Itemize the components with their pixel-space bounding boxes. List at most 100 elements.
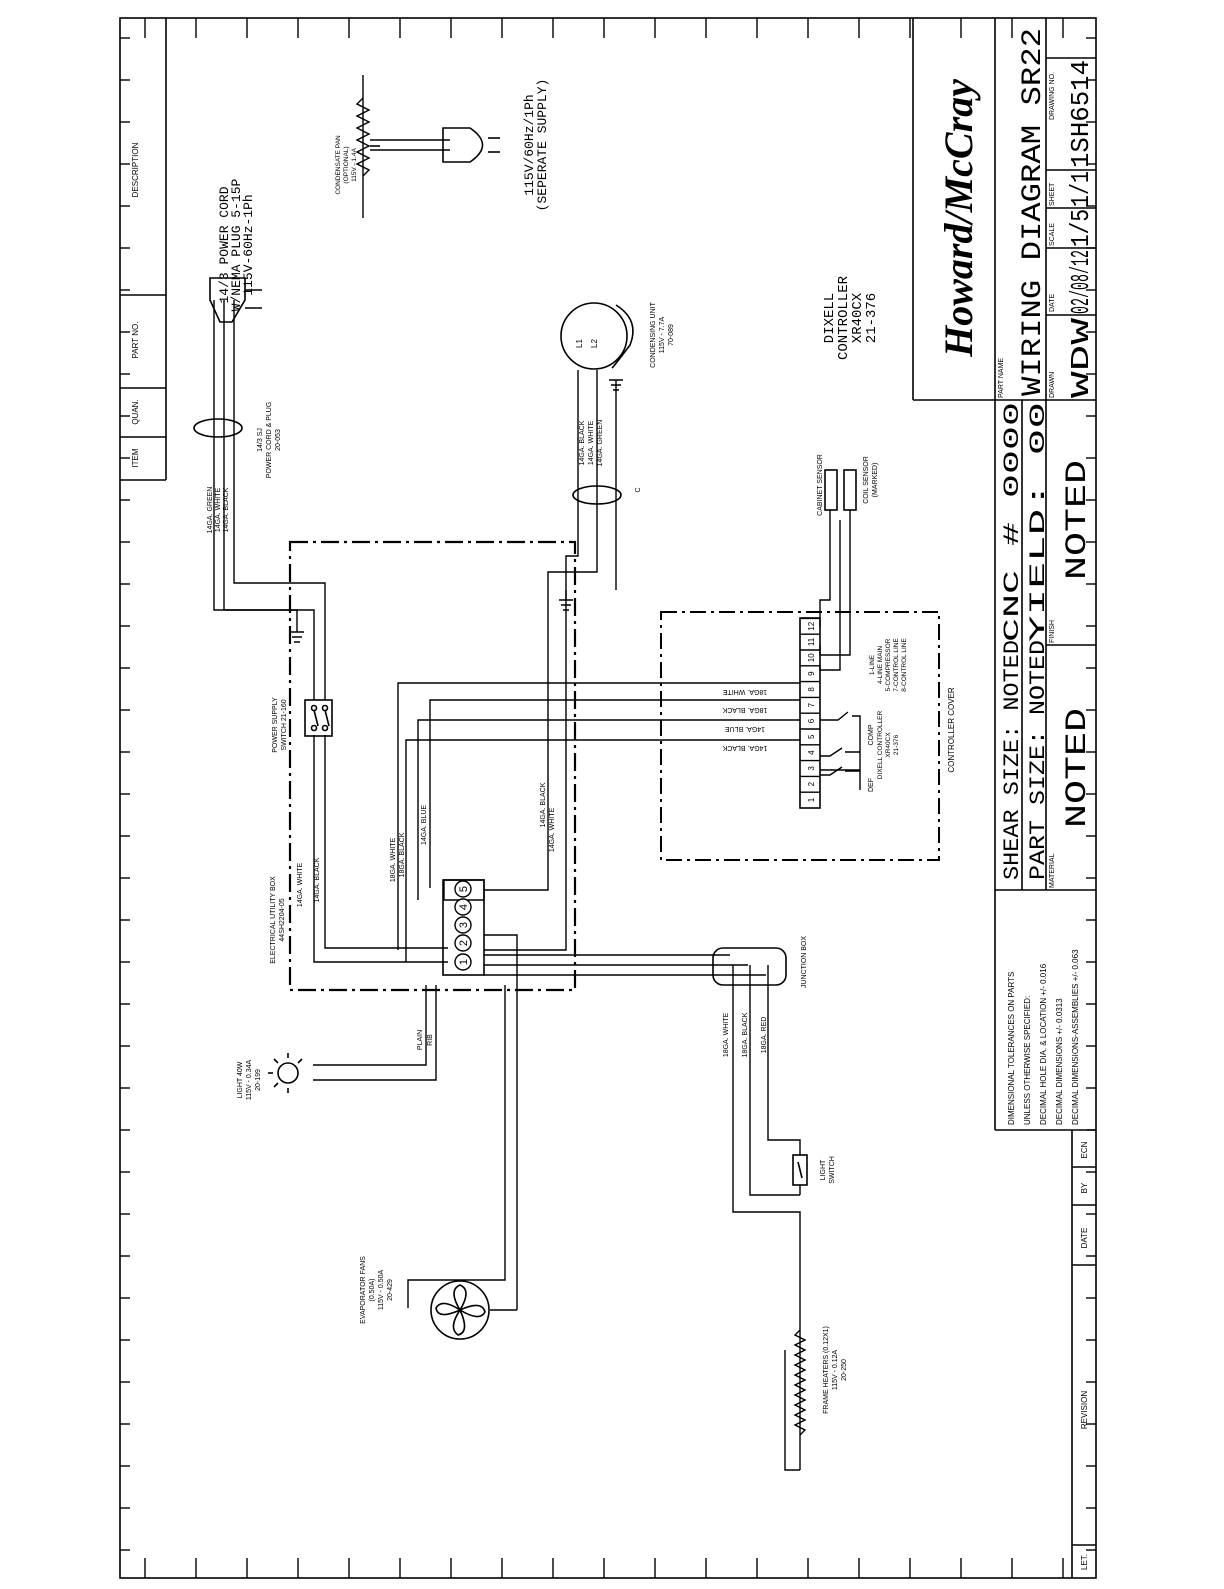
tolerance-line: DIMENSIONAL TOLERANCES ON PARTS	[1007, 972, 1016, 1125]
wires	[213, 75, 851, 1471]
controller-legend: 8-CONTROL LINE	[901, 638, 908, 692]
dixell-small-label: DIXELL CONTROLLER	[877, 710, 884, 779]
comp-label: COMP	[868, 724, 875, 745]
plain-label: PLAIN	[417, 1030, 424, 1050]
wire-label: 18GA. BLACK	[399, 832, 406, 877]
yield-value: YIELD: 00	[1026, 402, 1051, 642]
header-item: ITEM	[131, 448, 140, 467]
light-switch-label: SWITCH	[829, 1156, 836, 1184]
block-terminal-number: 1	[458, 959, 470, 965]
light-switch-icon[interactable]	[792, 1154, 808, 1186]
terminal-9: 9	[807, 671, 816, 676]
controller-cover-outline	[660, 611, 940, 861]
cabinet-sensor-label: CABINET SENSOR	[817, 454, 824, 516]
power-switch-label: SWITCH 21-160	[281, 699, 288, 750]
light-label: 115V - 0.34A	[246, 1059, 253, 1100]
wire-label-cu: 14GA. GREEN	[597, 420, 604, 467]
cord-part-label: 14/3 SJ	[257, 428, 264, 452]
sheet-label: SHEET	[1049, 182, 1056, 206]
controller-relays	[820, 711, 861, 790]
drawing-no-label: DRAWING NO.	[1049, 72, 1056, 120]
utility-box-label: 44SH2204-05	[279, 898, 286, 941]
rev-date: DATE	[1080, 1228, 1089, 1249]
controller-legend: 4-LINE MAIN	[877, 646, 884, 685]
condensate-pan-label: CONDENSATE PAN	[335, 135, 342, 195]
evap-fans-label: (0.50A)	[369, 1279, 376, 1302]
block-terminal-number: 2	[458, 940, 470, 946]
block-terminal-number: 3	[458, 922, 470, 928]
tolerance-line: DECIMAL DIMENSIONS +/- 0.0313	[1055, 998, 1064, 1125]
terminal-1: 1	[807, 797, 816, 802]
supply-label: (SEPERATE SUPPLY)	[535, 79, 550, 212]
wire-label-cord: 14GA. WHITE	[215, 487, 222, 532]
frame-heaters-label: FRAME HEATERS (0.12X1)	[823, 1326, 830, 1414]
block-terminal	[454, 898, 472, 916]
utility-box-label: ELECTRICAL UTILITY BOX	[270, 876, 277, 964]
wire-label-ctrl: 18GA. BLACK	[722, 706, 767, 713]
finish-value: NOTED	[1061, 460, 1095, 580]
condensate-pan-label: 115V - 1.4A	[351, 147, 358, 182]
dixell-title-label: DIXELL	[822, 293, 838, 343]
company-logo: Howard/McCray	[936, 79, 981, 358]
wire-label-jb: 18GA. WHITE	[723, 1012, 730, 1057]
block-terminal-number: 4	[458, 904, 470, 910]
terminal-6: 6	[807, 718, 816, 723]
evap-fans-label: 20-429	[387, 1279, 394, 1301]
sheet-border	[119, 17, 1097, 1579]
dixell-title-label: XR40CX	[850, 292, 866, 343]
part-name-label: PART NAME	[998, 358, 1005, 398]
condensing-unit-icon: L1 L2	[560, 302, 634, 370]
part-size: PART SIZE: NOTED	[1026, 640, 1051, 880]
wire-label-jb: 18GA. BLACK	[742, 1012, 749, 1057]
condensing-unit-label: CONDENSING UNIT	[650, 301, 657, 367]
wire-label: 14GA. BLACK	[314, 857, 321, 902]
cu-l1: L1	[575, 339, 584, 348]
rev-revision: REVISION	[1080, 1391, 1089, 1429]
terminal-2: 2	[807, 781, 816, 786]
evaporator-fan-icon	[430, 1280, 490, 1340]
block-terminal	[454, 880, 472, 898]
dixell-title-label: 21-376	[864, 293, 880, 343]
coil-sensor-label: (MARKED)	[872, 463, 879, 498]
date-value: 02/08/12	[1066, 250, 1096, 314]
tolerance-line: DECIMAL DIMENSIONS-ASSEMBLIES +/- 0.063	[1071, 949, 1080, 1125]
wire-label-cu: 14GA. WHITE	[588, 420, 595, 465]
dixell-small-label: 21-376	[893, 735, 900, 756]
light-label: LIGHT 40W	[237, 1061, 244, 1098]
wire-label-ctrl: 14GA. BLACK	[722, 744, 767, 751]
condensate-pan-label: (OPTIONAL)	[343, 146, 350, 183]
terminal-10: 10	[807, 653, 816, 662]
terminal-8: 8	[807, 687, 816, 692]
condensing-unit-label: 115V - 7.7A	[659, 316, 666, 353]
c-label: C	[635, 487, 642, 492]
block-terminal	[454, 934, 472, 952]
wire-label-ctrl: 18GA. WHITE	[722, 688, 767, 695]
rib-label: RIB	[427, 1034, 434, 1046]
drawing-no-value: 1SH6514	[1066, 60, 1096, 168]
controller-legend: 5-COMPRESSOR	[885, 638, 892, 691]
shear-size: SHEAR SIZE: NOTED	[1000, 640, 1025, 880]
revision-header: ECN BY DATE REVISION LET.	[1071, 1129, 1096, 1578]
frame-heater-icon	[793, 1329, 807, 1436]
header-part-no: PART NO.	[131, 322, 140, 359]
light-label: 20-199	[255, 1069, 262, 1091]
block-terminal	[454, 953, 472, 971]
cord-part-label: POWER CORD & PLUG	[266, 402, 273, 479]
finish-label: FINISH	[1049, 620, 1056, 643]
dixell-small-label: XR40CX	[885, 732, 892, 758]
drawn-label: DRAWN	[1049, 372, 1056, 398]
coil-sensor-label: COIL SENSOR	[863, 456, 870, 504]
wire-label-cu: 14GA. BLACK	[579, 420, 586, 465]
controller-legend: 1-LINE	[869, 654, 876, 675]
wire-label: 14GA. BLACK	[540, 782, 547, 827]
scale-value: 1/5	[1066, 209, 1096, 247]
header-quan: QUAN.	[131, 399, 140, 424]
tolerance-line: DECIMAL HOLE DIA. & LOCATION +/- 0.016	[1039, 963, 1048, 1125]
power-switch-icon[interactable]	[304, 699, 333, 737]
